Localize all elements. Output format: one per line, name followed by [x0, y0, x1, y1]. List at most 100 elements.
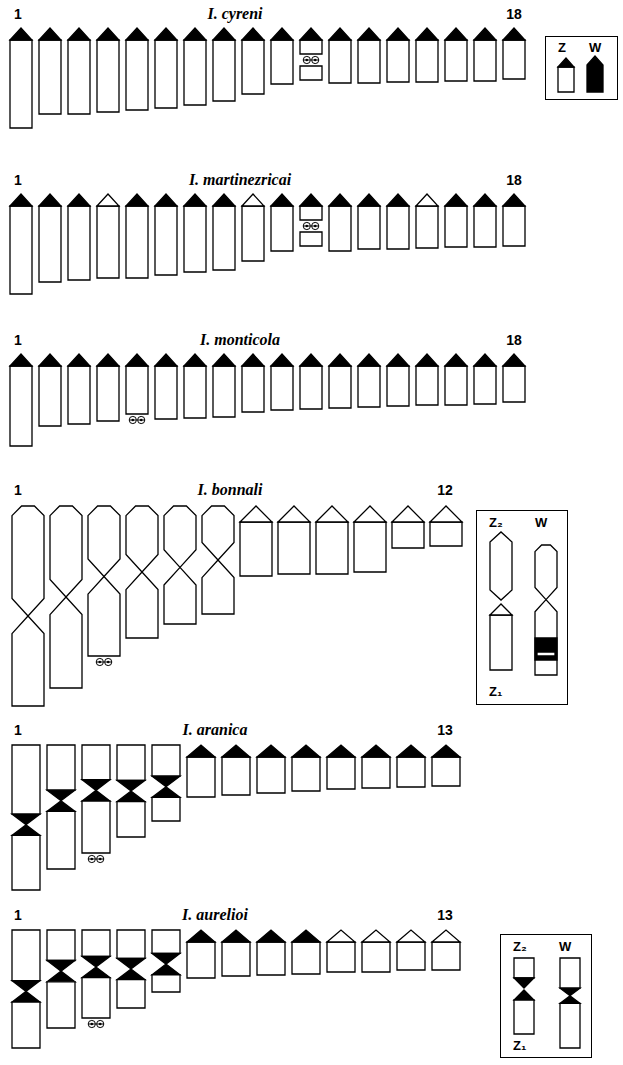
chromosome-part: [126, 506, 158, 572]
chromosome-part: [184, 194, 206, 206]
chromosome-part: [327, 757, 355, 789]
chromosome-part: [445, 206, 467, 247]
chromosome-part: [397, 745, 425, 757]
chromosome-part: [184, 354, 206, 366]
chromosome-part: [47, 971, 75, 982]
chromosome-part: [12, 991, 40, 1002]
chromosome-part: [535, 545, 557, 600]
chromosome-part: [152, 953, 180, 964]
chromosome-number: 13: [437, 908, 453, 922]
chromosome-part: [10, 194, 32, 206]
chromosome-part: [152, 797, 180, 821]
chromosome-label: W: [559, 940, 571, 953]
chromosome-part: [82, 780, 110, 791]
chromosome-part: [392, 522, 424, 548]
chromosome-part: [47, 982, 75, 1028]
chromosome-part: [387, 28, 409, 40]
nor-dot-line: [96, 662, 103, 663]
chromosome-part: [445, 28, 467, 40]
chromosome-part: [514, 990, 534, 1000]
chromosome-part: [358, 366, 380, 407]
nor-dot-line: [138, 420, 145, 421]
chromosome-part: [187, 757, 215, 797]
nor-dot-line: [88, 859, 95, 860]
chromosome-part: [68, 206, 90, 280]
nor-dot-line: [97, 859, 104, 860]
chromosome-part: [329, 28, 351, 40]
chromosome-part: [117, 969, 145, 980]
chromosome-part: [10, 366, 32, 446]
chromosome-part: [474, 206, 496, 247]
chromosome-part: [300, 194, 322, 206]
chromosome-part: [82, 790, 110, 801]
chromosome-part: [558, 58, 574, 67]
chromosome-part: [560, 996, 580, 1004]
chromosome-part: [242, 354, 264, 366]
nor-dot: [97, 1020, 104, 1027]
chromosome-part: [155, 366, 177, 419]
chromosome-part: [416, 40, 438, 82]
chromosome-part: [88, 506, 120, 577]
chromosome-part: [10, 40, 32, 128]
chromosome-part: [152, 745, 180, 776]
chromosome-part: [397, 942, 425, 970]
chromosome-number: 12: [437, 483, 453, 497]
chromosome-label: Z₂: [489, 516, 503, 529]
chromosome-part: [327, 942, 355, 972]
chromosome-number: 1: [14, 173, 22, 187]
chromosome-part: [416, 194, 438, 206]
chromosome-part: [514, 1000, 534, 1034]
chromosome-number: 1: [14, 908, 22, 922]
chromosome-number: 18: [506, 7, 522, 21]
sex-chromosome-box: Z₂WZ₁: [500, 934, 592, 1058]
nor-dot: [96, 658, 103, 665]
chromosome-part: [97, 366, 119, 421]
chromosome-part: [300, 28, 322, 40]
chromosome-number: 1: [14, 483, 22, 497]
nor-dot-core: [306, 225, 309, 228]
chromosome-part: [152, 776, 180, 787]
chromosome-part: [152, 975, 180, 992]
chromosome-part: [271, 40, 293, 84]
chromosome-number: 13: [437, 723, 453, 737]
chromosome-part: [354, 506, 386, 522]
chromosome-part: [242, 40, 264, 94]
nor-dot: [97, 855, 104, 862]
chromosome-part: [68, 40, 90, 114]
species-name: I. martinezricai: [189, 172, 291, 188]
chromosomes: [10, 28, 603, 1048]
chromosome-part: [12, 930, 40, 981]
chromosome-part: [152, 964, 180, 975]
chromosome-part: [97, 206, 119, 278]
chromosome-part: [257, 930, 285, 942]
chromosome-part: [242, 28, 264, 40]
chromosome-part: [126, 572, 158, 638]
species-name: I. aurelioi: [182, 907, 248, 923]
chromosome-part: [432, 930, 460, 942]
chromosome-label: W: [589, 41, 601, 54]
chromosome-part: [164, 567, 196, 624]
chromosome-part: [514, 958, 534, 978]
nor-dot-core: [314, 225, 317, 228]
chromosome-part: [88, 577, 120, 657]
chromosome-part: [12, 981, 40, 992]
chromosome-part: [50, 506, 82, 597]
chromosome-part: [535, 600, 557, 675]
chromosome-part: [213, 194, 235, 206]
chromosome-part: [82, 956, 110, 967]
chromosome-part: [445, 40, 467, 81]
chromosome-part: [300, 366, 322, 409]
chromosome-part: [10, 206, 32, 294]
chromosome-part: [12, 745, 40, 814]
nor-dot-core: [314, 59, 317, 62]
chromosome-part: [316, 506, 348, 522]
chromosome-part: [445, 354, 467, 366]
chromosome-part: [47, 801, 75, 812]
chromosome-part: [213, 354, 235, 366]
chromosome-label: Z₁: [513, 1039, 526, 1052]
chromosome-part: [242, 194, 264, 206]
chromosome-part: [300, 66, 322, 80]
chromosome-part: [329, 366, 351, 408]
nor-dot-core: [132, 419, 135, 422]
